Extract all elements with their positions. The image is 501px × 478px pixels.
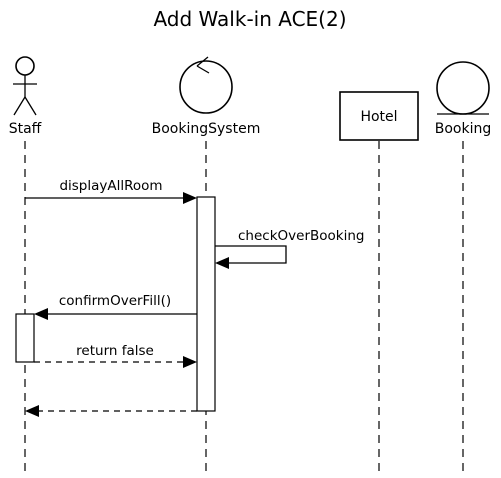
participant-label-staff: Staff [9, 121, 42, 137]
control-icon [179, 56, 233, 114]
activation-booking-system [196, 196, 216, 412]
participant-staff: Staff [9, 56, 42, 473]
message-label: checkOverBooking [238, 228, 364, 244]
message-display-all-room: displayAllRoom [25, 178, 197, 204]
message-return-to-staff [25, 405, 197, 417]
entity-icon [436, 61, 490, 115]
actor-icon [13, 56, 37, 116]
arrowhead [25, 405, 39, 417]
arrowhead [183, 356, 197, 368]
participant-booking: Booking [435, 61, 492, 473]
diagram-title: Add Walk-in ACE(2) [153, 7, 346, 31]
message-return-false: return false [34, 343, 197, 368]
participant-hotel: Hotel [339, 91, 419, 473]
class-box [339, 91, 419, 141]
message-label: displayAllRoom [59, 178, 162, 194]
participant-booking-system: BookingSystem [152, 56, 261, 473]
participant-label-booking: Booking [435, 121, 492, 137]
activation-staff [15, 313, 35, 363]
message-check-over-booking: checkOverBooking [215, 228, 364, 269]
message-label: return false [76, 343, 154, 359]
arrowhead [34, 308, 48, 320]
message-confirm-over-fill: confirmOverFill() [34, 293, 197, 320]
participant-label-hotel: Hotel [360, 109, 397, 125]
message-label: confirmOverFill() [59, 293, 171, 309]
arrowhead [183, 192, 197, 204]
arrowhead [215, 257, 229, 269]
participant-label-booking-system: BookingSystem [152, 121, 261, 137]
